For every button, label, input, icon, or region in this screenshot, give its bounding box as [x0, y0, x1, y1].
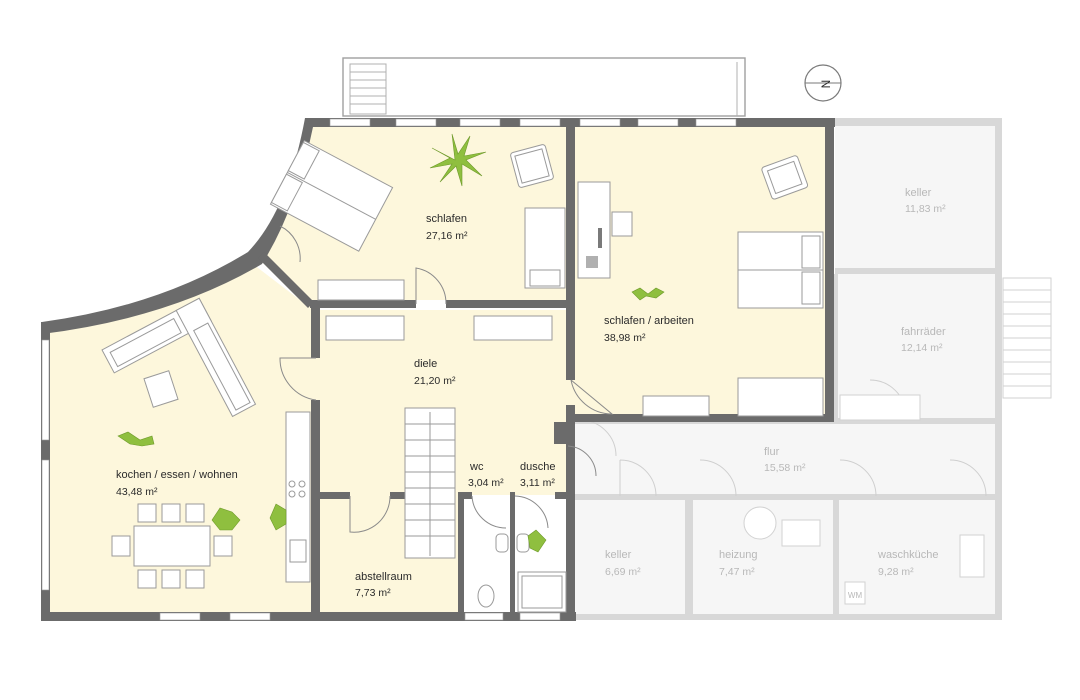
washing-machine-label: WM	[848, 591, 863, 600]
room-name-kochen-essen-wohnen: kochen / essen / wohnen	[116, 469, 238, 481]
room-name-schlafen: schlafen	[426, 213, 467, 225]
room-name-keller-bottom: keller	[605, 549, 632, 561]
double-bed-arbeiten	[737, 231, 824, 309]
room-area-schlafen-arbeiten: 38,98 m²	[604, 332, 646, 344]
sofa	[101, 297, 257, 418]
balcony	[342, 57, 746, 117]
staircase	[404, 407, 456, 559]
room-area-heizung: 7,47 m²	[719, 566, 755, 578]
room-area-schlafen: 27,16 m²	[426, 230, 468, 242]
room-name-keller-top: keller	[905, 187, 932, 199]
room-name-heizung: heizung	[719, 549, 758, 561]
compass: N	[804, 64, 842, 102]
room-area-keller-bottom: 6,69 m²	[605, 566, 641, 578]
room-name-diele: diele	[414, 358, 437, 370]
room-area-fahrraeder: 12,14 m²	[901, 342, 943, 354]
room-area-kochen-essen-wohnen: 43,48 m²	[116, 486, 158, 498]
double-bed-schlafen	[269, 139, 394, 252]
room-name-schlafen-arbeiten: schlafen / arbeiten	[604, 315, 694, 327]
room-name-waschkueche: waschküche	[877, 549, 939, 561]
doors	[279, 225, 614, 533]
compass-north-label: N	[819, 80, 833, 89]
room-name-wc: wc	[469, 461, 484, 473]
room-area-abstellraum: 7,73 m²	[355, 587, 391, 599]
room-area-flur: 15,58 m²	[764, 462, 806, 474]
room-name-abstellraum: abstellraum	[355, 571, 412, 583]
room-labels: schlafen 27,16 m² schlafen / arbeiten 38…	[116, 187, 946, 599]
outer-stair-right	[1002, 277, 1052, 399]
plant-schlafen	[429, 133, 487, 187]
room-area-keller-top: 11,83 m²	[905, 203, 946, 215]
furniture	[101, 133, 824, 613]
room-area-waschkueche: 9,28 m²	[878, 566, 914, 578]
room-name-dusche: dusche	[520, 461, 555, 473]
room-area-diele: 21,20 m²	[414, 375, 456, 387]
room-area-dusche: 3,11 m²	[520, 477, 555, 489]
room-name-flur: flur	[764, 446, 780, 458]
room-area-wc: 3,04 m²	[468, 477, 504, 489]
room-name-fahrraeder: fahrräder	[901, 326, 946, 338]
walls	[41, 118, 835, 621]
